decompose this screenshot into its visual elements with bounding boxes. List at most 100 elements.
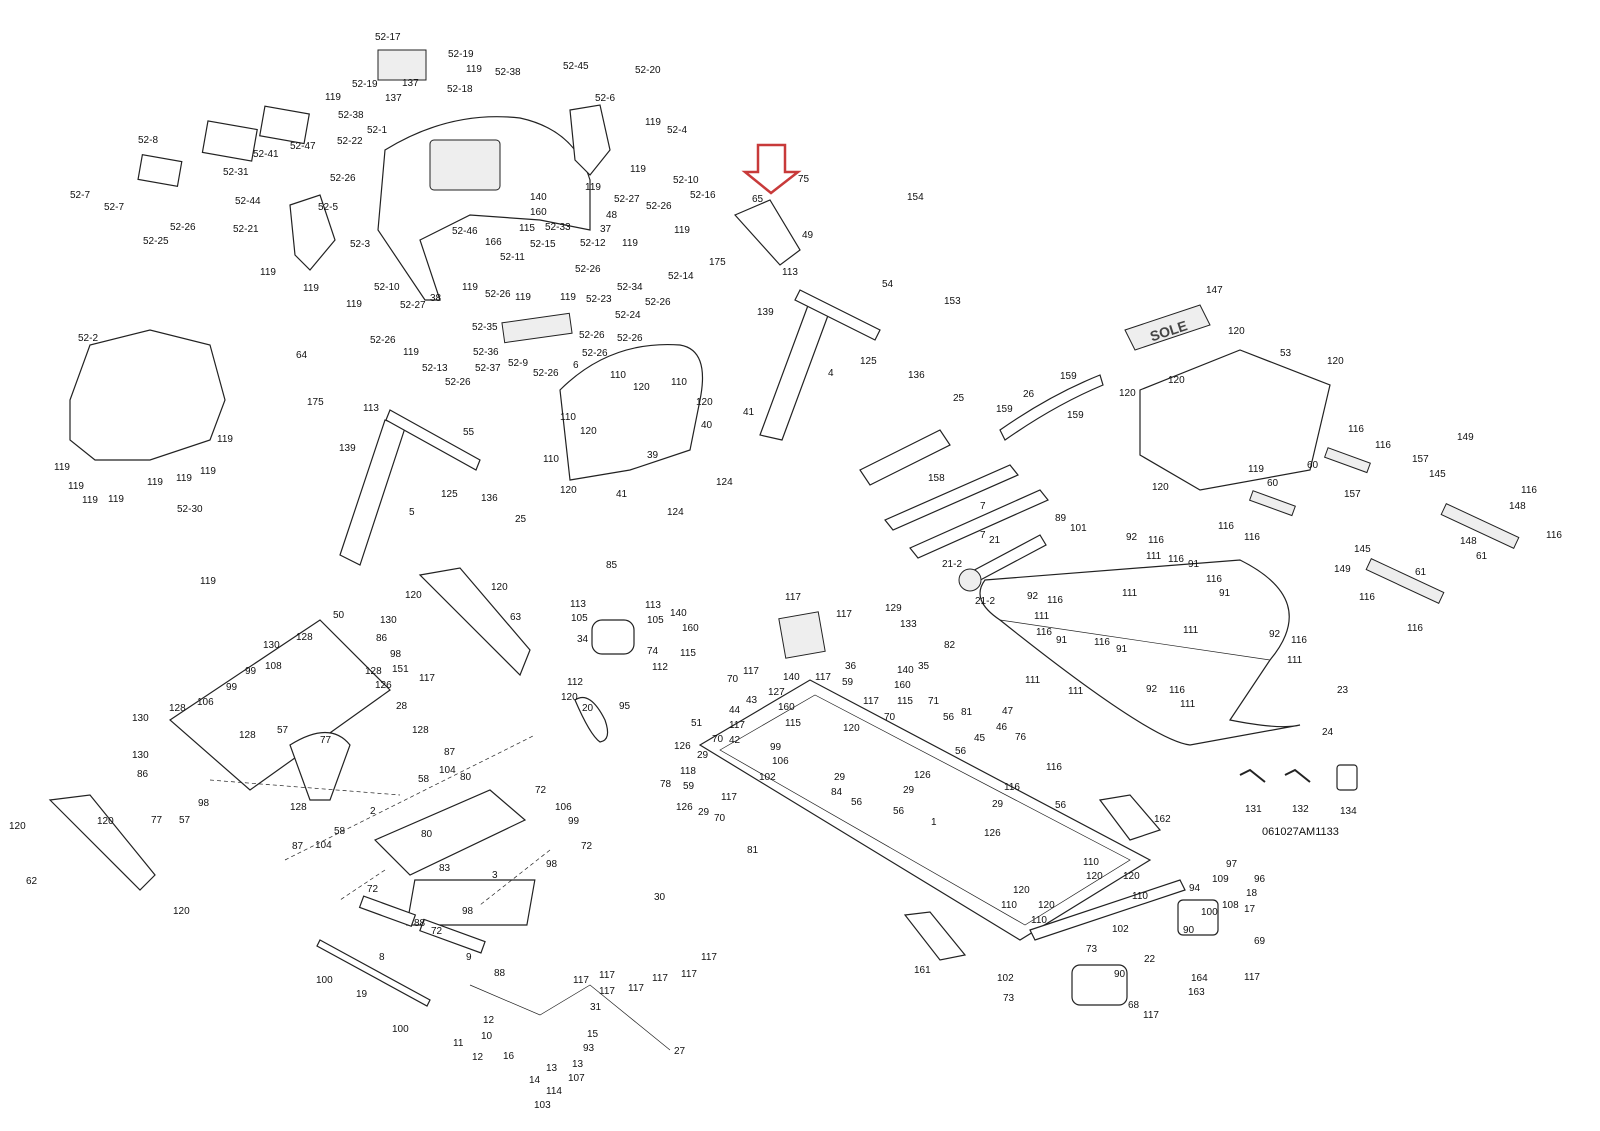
rear-roller-22 — [1029, 879, 1186, 941]
callout-label: 116 — [1004, 782, 1020, 793]
running-belt-24 — [979, 559, 1301, 746]
callout-label: 105 — [571, 613, 588, 624]
callout-label: 137 — [385, 93, 402, 104]
callout-label: 124 — [667, 507, 684, 518]
callout-label: 106 — [197, 697, 214, 708]
callout-label: 116 — [1218, 521, 1234, 532]
callout-label: 85 — [606, 560, 618, 571]
callout-label: 120 — [1327, 356, 1344, 367]
callout-label: 70 — [714, 813, 726, 824]
upright-bracket-65 — [733, 199, 801, 266]
callout-label: 107 — [568, 1073, 585, 1084]
callout-label: 130 — [380, 615, 397, 626]
main-frame-1-inner — [719, 694, 1131, 926]
callout-label: 128 — [365, 666, 382, 677]
callout-label: 111 — [1287, 655, 1303, 666]
callout-label: 65 — [752, 194, 764, 205]
callout-label: 125 — [860, 356, 877, 367]
callout-label: 87 — [292, 841, 304, 852]
callout-label: 119 — [108, 494, 124, 505]
callout-label: 43 — [746, 695, 758, 706]
callout-label: 119 — [176, 473, 192, 484]
callout-label: 115 — [519, 223, 535, 234]
callout-label: 104 — [439, 765, 456, 776]
callout-label: 73 — [1086, 944, 1098, 955]
callout-label: 90 — [1114, 969, 1126, 980]
callout-label: 126 — [984, 828, 1001, 839]
callout-label: 115 — [897, 696, 913, 707]
callout-label: 72 — [581, 841, 593, 852]
callout-label: 111 — [1146, 551, 1162, 562]
callout-label: 153 — [944, 296, 961, 307]
panel-52-8 — [137, 154, 183, 187]
callout-label: 72 — [535, 785, 547, 796]
callout-label: 116 — [1359, 592, 1375, 603]
callout-label: 92 — [1027, 591, 1039, 602]
callout-label: 111 — [1183, 625, 1199, 636]
handrail-frame-6 — [559, 343, 704, 481]
callout-label: 117 — [815, 672, 831, 683]
callout-label: 56 — [955, 746, 967, 757]
callout-label: 132 — [1292, 804, 1309, 815]
callout-label: 120 — [580, 426, 597, 437]
callout-label: 119 — [54, 462, 70, 473]
callout-label: 119 — [674, 225, 690, 236]
callout-label: 120 — [1038, 900, 1055, 911]
callout-label: 52-8 — [138, 135, 158, 146]
callout-label: 52-10 — [374, 282, 400, 293]
keypad-52-9 — [501, 312, 573, 344]
lift-frame-3 — [373, 789, 527, 876]
callout-label: 52-47 — [290, 141, 316, 152]
callout-label: 92 — [1146, 684, 1158, 695]
callout-label: 100 — [316, 975, 333, 986]
callout-label: 52-4 — [667, 125, 687, 136]
callout-label: 91 — [1056, 635, 1068, 646]
tube-9 — [419, 918, 486, 954]
callout-label: 130 — [132, 713, 149, 724]
callout-label: 119 — [82, 495, 98, 506]
callout-label: 12 — [472, 1052, 484, 1063]
logo-plate-147 — [1124, 304, 1211, 351]
callout-label: 112 — [567, 677, 583, 688]
shaft-19 — [316, 939, 431, 1007]
callout-label: 78 — [660, 779, 672, 790]
callout-label: 119 — [630, 164, 646, 175]
callout-label: 52-7 — [70, 190, 90, 201]
callout-label: 54 — [882, 279, 894, 290]
callout-label: 110 — [560, 412, 576, 423]
callout-label: 128 — [239, 730, 256, 741]
panel-52-41 — [201, 120, 258, 162]
callout-label: 149 — [1334, 564, 1351, 575]
rail-cover-60b — [1248, 490, 1296, 517]
callout-label: 116 — [1168, 554, 1184, 565]
callout-label: 52-5 — [318, 202, 338, 213]
crossbar-125-top — [794, 289, 881, 341]
callout-label: 160 — [778, 702, 795, 713]
callout-label: 56 — [851, 797, 863, 808]
deck-23 — [999, 619, 1271, 661]
callout-label: 105 — [647, 615, 664, 626]
callout-label: 110 — [1083, 857, 1099, 868]
callout-label: 114 — [546, 1086, 562, 1097]
callout-label: 116 — [1094, 637, 1110, 648]
callout-label: 20 — [582, 703, 594, 714]
callout-label: 44 — [729, 705, 741, 716]
callout-label: 116 — [1348, 424, 1364, 435]
callout-label: 106 — [772, 756, 789, 767]
callout-label: 36 — [845, 661, 857, 672]
callout-label: 52-37 — [475, 363, 501, 374]
callout-label: 42 — [729, 735, 741, 746]
upright-4 — [759, 299, 831, 441]
hex-key-131 — [1239, 768, 1266, 783]
callout-label: 26 — [1023, 389, 1035, 400]
callout-label: 52-41 — [253, 149, 279, 160]
callout-label: 115 — [785, 718, 801, 729]
callout-label: 25 — [515, 514, 527, 525]
callout-label: 160 — [530, 207, 547, 218]
callout-label: 62 — [26, 876, 38, 887]
callout-label: 116 — [1047, 595, 1063, 606]
callout-label: 28 — [396, 701, 408, 712]
callout-label: 52-17 — [375, 32, 401, 43]
callout-label: 57 — [179, 815, 191, 826]
callout-label: 16 — [503, 1051, 515, 1062]
